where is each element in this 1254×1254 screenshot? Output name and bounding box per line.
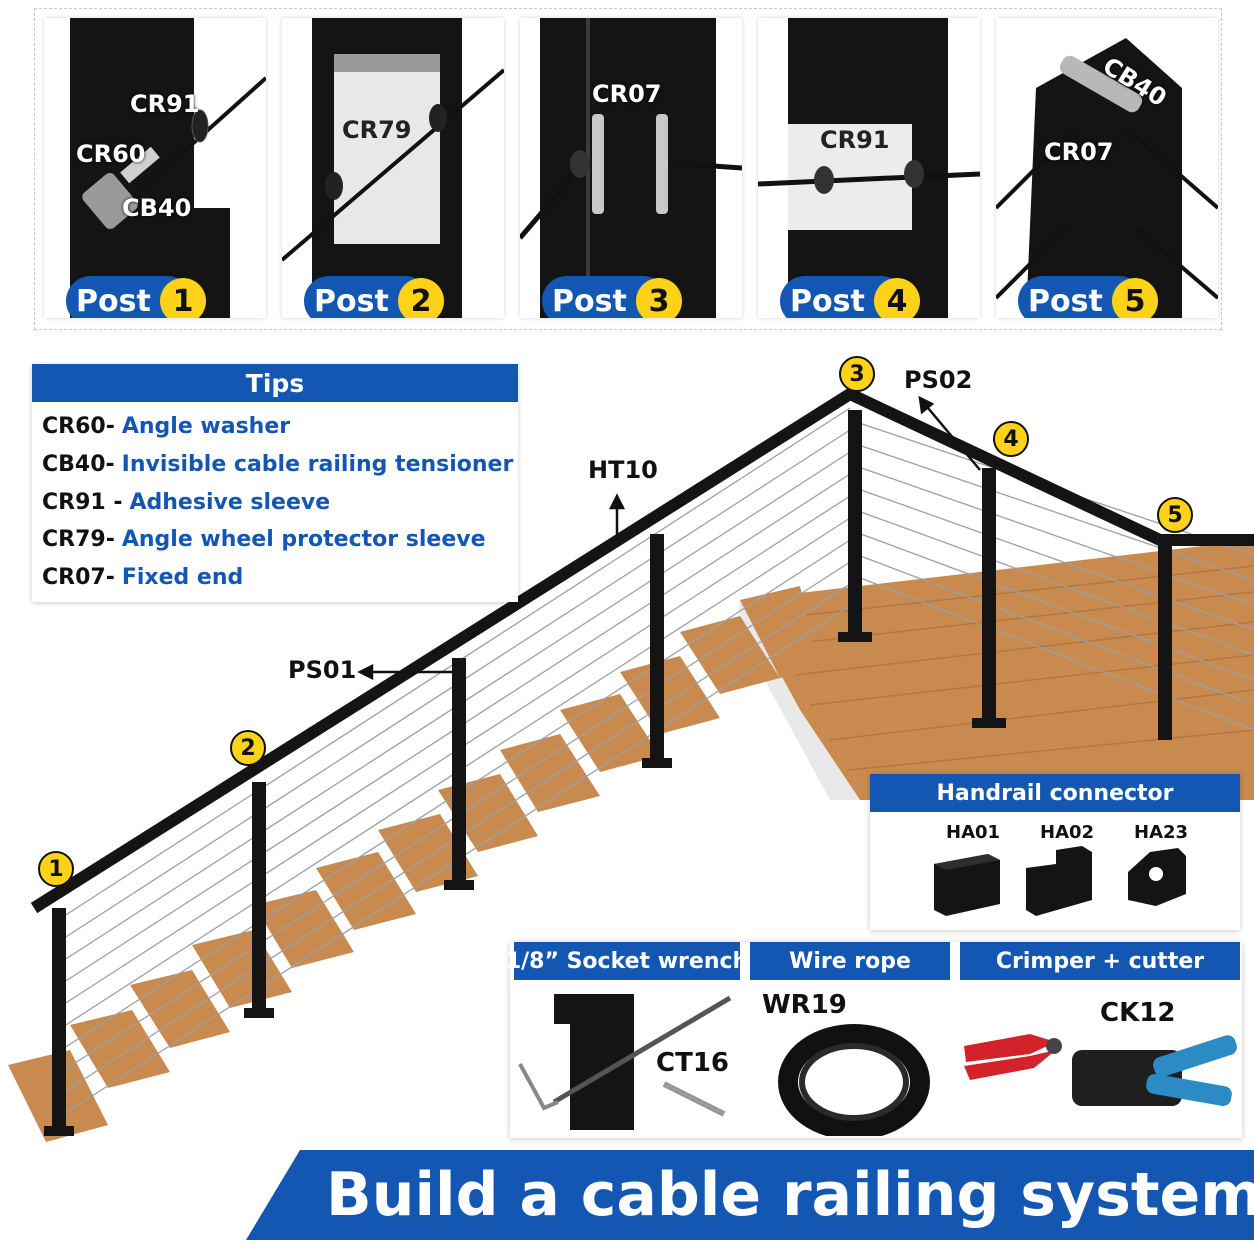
socket-wrench-illustration [518, 994, 732, 1130]
tip-code: CR91 - [42, 490, 123, 515]
wire-rope-illustration [778, 1024, 930, 1136]
connector-code-ha02: HA02 [1040, 822, 1095, 843]
connector-code-ha01: HA01 [946, 822, 1001, 843]
post-2-code-1: CR79 [342, 116, 412, 144]
post-4-number: 4 [874, 278, 920, 318]
post-1-badge: Post 1 [66, 276, 206, 319]
connector-illustrations [934, 846, 1186, 916]
tips-panel: Tips CR60- Angle washer CB40- Invisible … [32, 364, 518, 602]
callout-ht10: HT10 [588, 456, 658, 484]
crimper-code: CK12 [1100, 998, 1176, 1028]
post-3-badge: Post 3 [542, 276, 682, 319]
wire-rope-code: WR19 [762, 990, 847, 1020]
socket-wrench-code: CT16 [656, 1048, 729, 1078]
post-2-illustration [282, 18, 504, 318]
post-1-code-2: CR60 [76, 140, 146, 168]
post-2-label: Post [314, 283, 389, 319]
post-3-number: 3 [636, 278, 682, 318]
tip-item: CB40- Invisible cable railing tensioner [42, 452, 513, 477]
post-2-panel: CR79 Post 2 [282, 18, 504, 318]
tip-item: CR91 - Adhesive sleeve [42, 490, 330, 515]
callout-post-4: 4 [993, 421, 1029, 457]
post-1-label: Post [76, 283, 151, 319]
post-5-number: 5 [1112, 278, 1158, 318]
callout-post-2: 2 [230, 730, 266, 766]
post-1-code-1: CR91 [130, 90, 200, 118]
crimper-illustration [964, 1034, 1237, 1107]
post-4-label: Post [790, 283, 865, 319]
post-4-badge: Post 4 [780, 276, 920, 319]
post-1-code-3: CB40 [122, 194, 192, 222]
post-1-panel: CR91 CR60 CB40 Post 1 [44, 18, 266, 318]
post-3-panel: CR07 Post 3 [520, 18, 742, 318]
callout-ps01: PS01 [288, 656, 357, 684]
tip-desc: Fixed end [121, 565, 244, 590]
post-1-number: 1 [160, 278, 206, 318]
connector-code-ha23: HA23 [1134, 822, 1189, 843]
tip-code: CR60- [42, 414, 115, 439]
tip-desc: Angle wheel protector sleeve [121, 527, 486, 552]
tip-item: CR60- Angle washer [42, 414, 290, 439]
tip-desc: Adhesive sleeve [129, 490, 331, 515]
callout-post-5: 5 [1157, 497, 1193, 533]
post-4-code-1: CR91 [820, 126, 890, 154]
post-5-badge: Post 5 [1018, 276, 1158, 319]
post-detail-strip [34, 8, 1222, 330]
socket-wrench-title: 1/8” Socket wrench [506, 942, 748, 980]
post-5-illustration [996, 38, 1218, 318]
post-5-code-2: CR07 [1044, 138, 1114, 166]
post-4-illustration [758, 18, 980, 318]
post-4-panel: CR91 Post 4 [758, 18, 980, 318]
callout-ps02: PS02 [904, 366, 973, 394]
post-1-illustration [70, 18, 266, 318]
tip-code: CB40- [42, 452, 115, 477]
wire-rope-title: Wire rope [750, 942, 950, 980]
tips-title: Tips [32, 364, 518, 402]
post-5-label: Post [1028, 283, 1103, 319]
tip-desc: Angle washer [121, 414, 291, 439]
banner-title: Build a cable railing system [326, 1160, 1254, 1230]
tip-code: CR79- [42, 527, 115, 552]
tip-item: CR07- Fixed end [42, 565, 243, 590]
staircase-illustration [8, 387, 1254, 1142]
callout-post-1: 1 [38, 851, 74, 887]
post-2-badge: Post 2 [304, 276, 444, 319]
banner-background [246, 1150, 1254, 1240]
tip-item: CR79- Angle wheel protector sleeve [42, 527, 486, 552]
post-3-illustration [520, 18, 742, 318]
handrail-connector-title: Handrail connector [870, 774, 1240, 812]
crimper-title: Crimper + cutter [960, 942, 1240, 980]
callout-post-3: 3 [839, 356, 875, 392]
post-3-label: Post [552, 283, 627, 319]
post-3-code-1: CR07 [592, 80, 662, 108]
post-2-number: 2 [398, 278, 444, 318]
post-5-panel: CB40 CR07 Post 5 [996, 18, 1218, 318]
tip-desc: Invisible cable railing tensioner [121, 452, 514, 477]
handrail-connector-panel: Handrail connector HA01 HA02 HA23 [870, 774, 1240, 930]
tip-code: CR07- [42, 565, 115, 590]
